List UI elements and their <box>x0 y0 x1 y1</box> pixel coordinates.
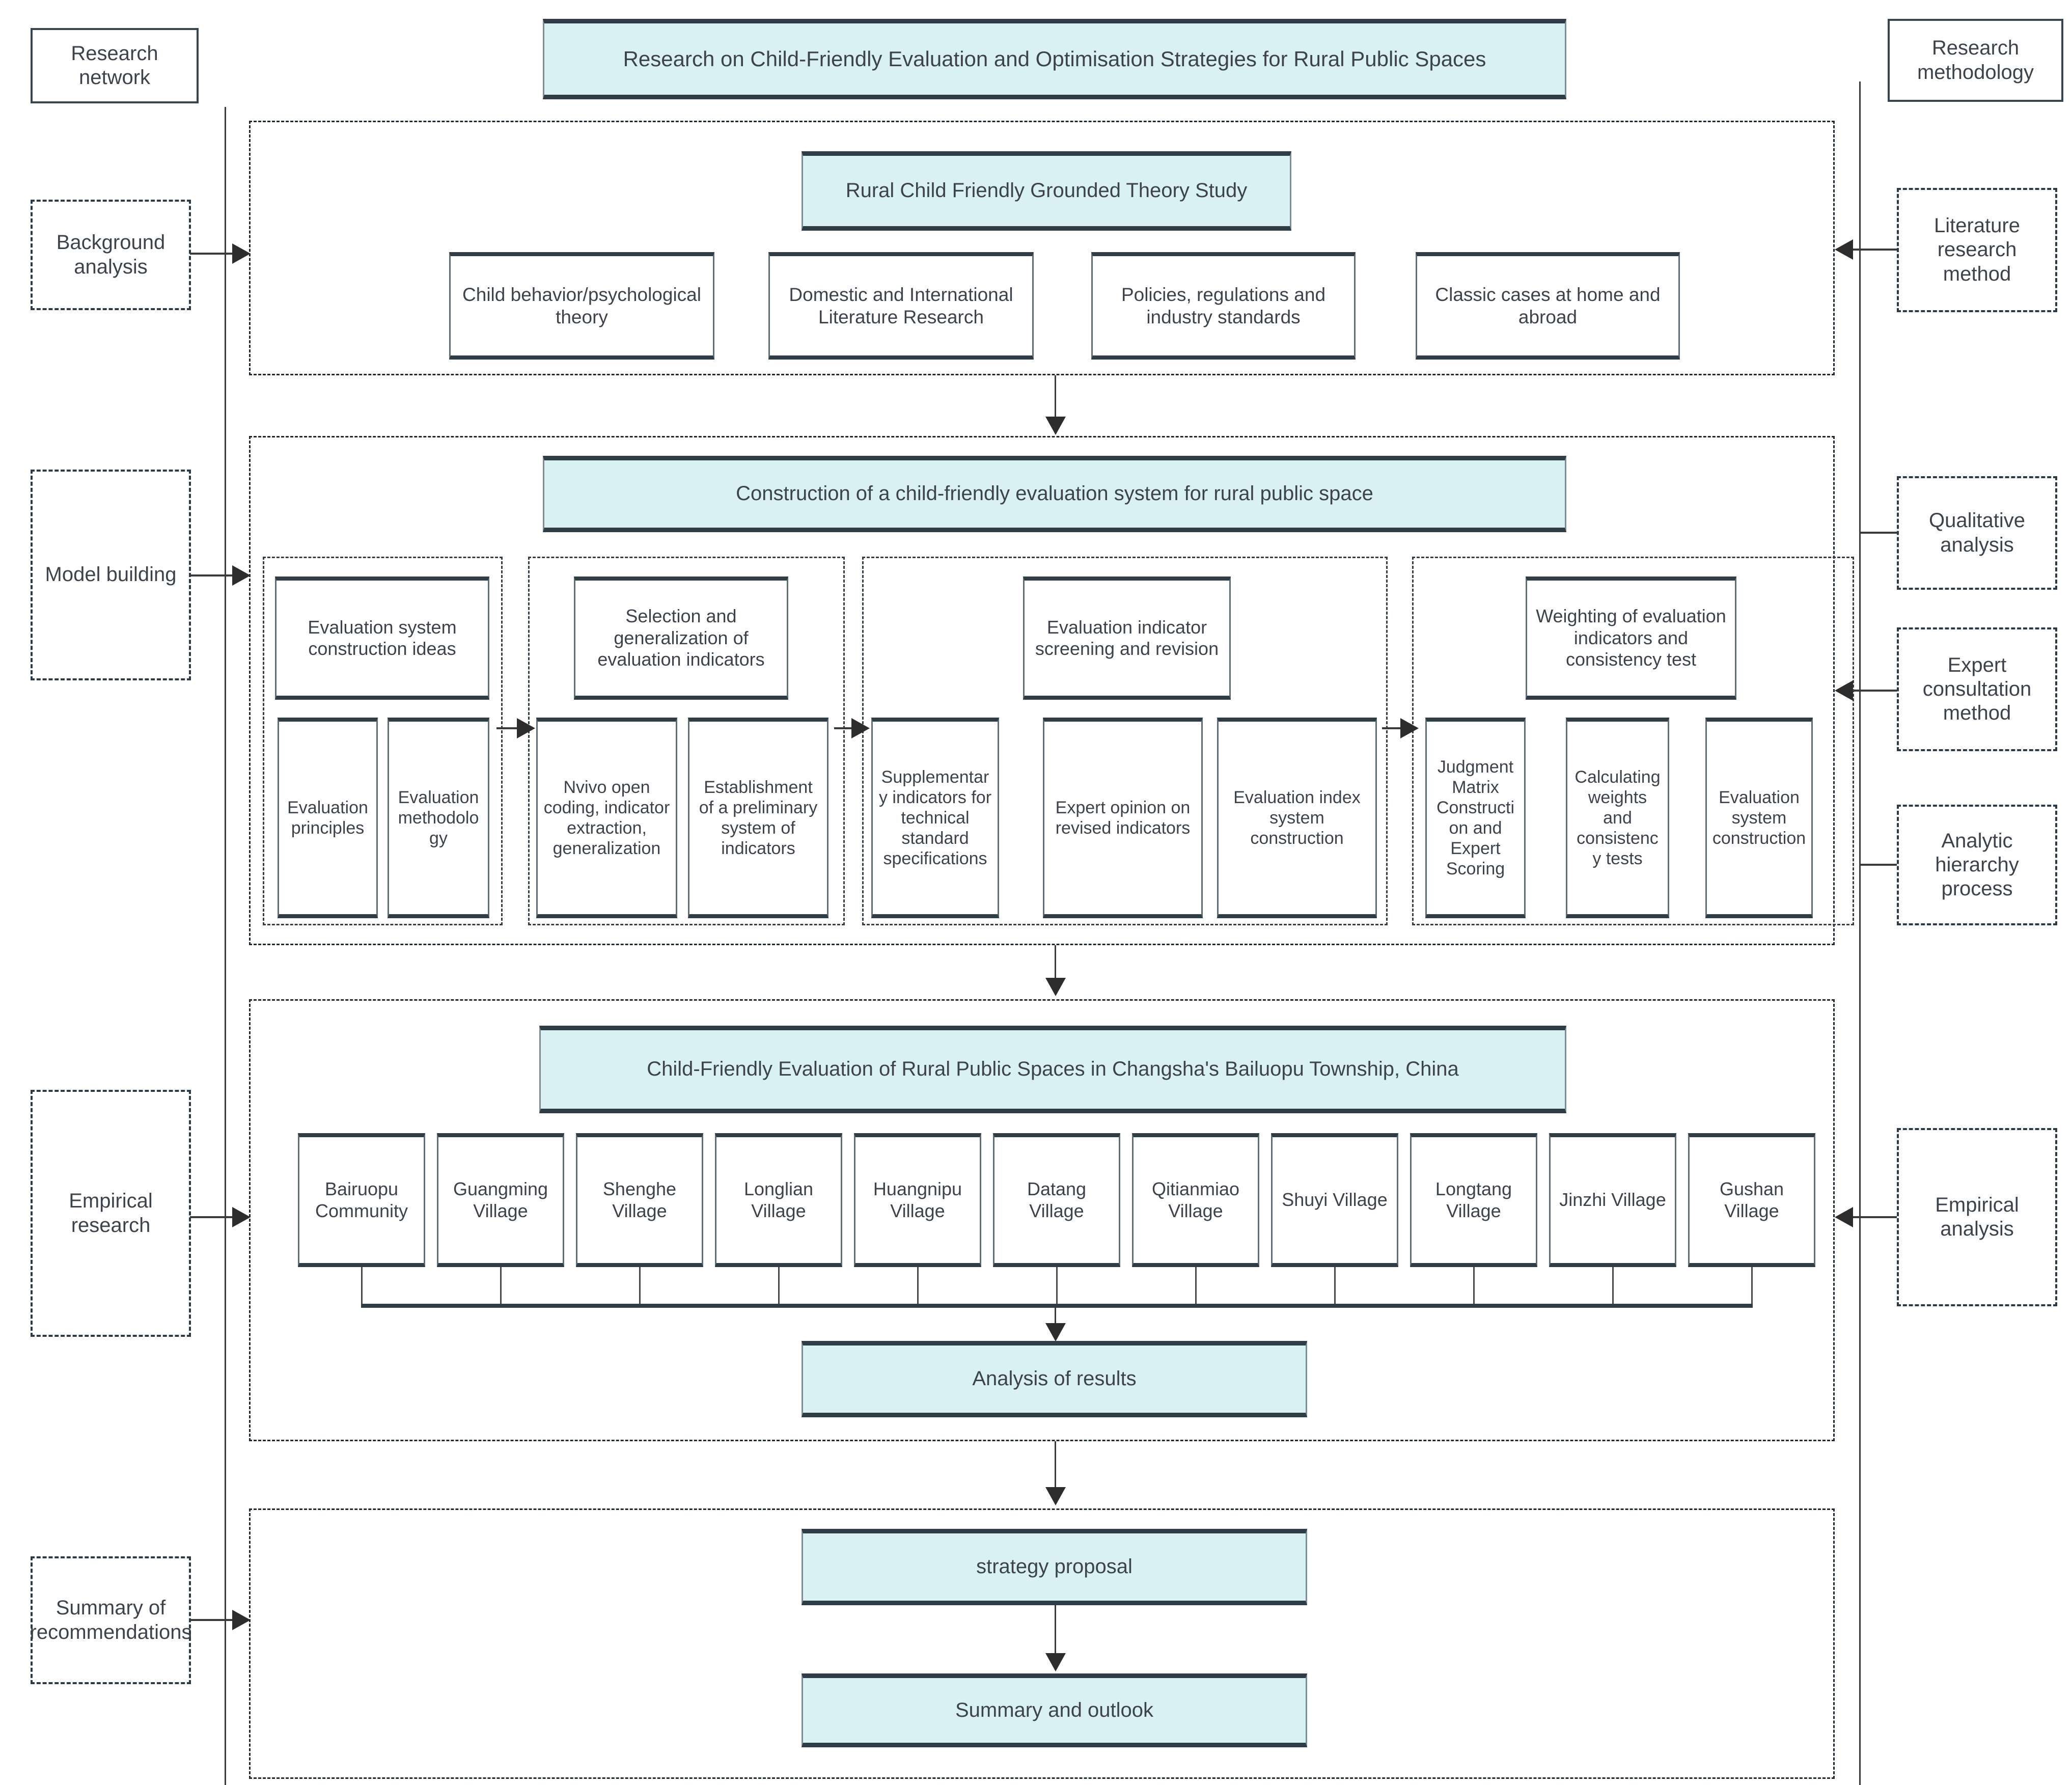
section1-box-policies-standards: Policies, regulations and industry stand… <box>1091 252 1356 360</box>
literature-method-arrowhead <box>1835 239 1853 260</box>
summary-and-outlook-box: Summary and outlook <box>802 1673 1307 1747</box>
village-box: Guangming Village <box>437 1133 564 1267</box>
village-box: Longtang Village <box>1410 1133 1537 1267</box>
village-box: Shuyi Village <box>1271 1133 1398 1267</box>
expert-consultation-arrowhead <box>1835 680 1853 701</box>
section2-to-section3-line <box>1055 945 1056 979</box>
left-label-model-building: Model building <box>31 470 191 680</box>
right-label-analytic-hierarchy-process: Analytic hierarchy process <box>1897 805 2057 925</box>
empirical-analysis-arrow-line <box>1853 1216 1897 1218</box>
model-building-arrowhead <box>232 565 251 586</box>
box-evaluation-index-system: Evaluation index system construction <box>1217 718 1377 918</box>
section3-to-section4-line <box>1055 1441 1056 1488</box>
research-methodology-label: Research methodology <box>1888 19 2063 102</box>
village-box: Datang Village <box>993 1133 1120 1267</box>
section1-box-child-behavior-theory: Child behavior/psychological theory <box>449 252 714 360</box>
group1-header: Evaluation system construction ideas <box>275 576 489 700</box>
left-label-summary-of-recommendations: Summary of recommendations <box>30 1556 191 1684</box>
right-label-expert-consultation-method: Expert consultation method <box>1897 627 2057 751</box>
box-evaluation-principles: Evaluation principles <box>278 718 378 918</box>
village-connector-stub <box>1751 1267 1753 1304</box>
strategy-to-summary-arrowhead <box>1045 1653 1066 1671</box>
group3-to-group4-line <box>1382 727 1400 729</box>
village-connector-stub <box>778 1267 780 1304</box>
empirical-research-arrowhead <box>232 1207 251 1227</box>
section-evaluation-system-construction <box>249 436 1835 945</box>
group2-header: Selection and generalization of evaluati… <box>574 576 788 700</box>
summary-recommendations-arrowhead <box>232 1610 251 1630</box>
village-box: Huangnipu Village <box>854 1133 981 1267</box>
literature-method-arrow-line <box>1853 249 1897 251</box>
section-strategy-summary <box>249 1508 1835 1779</box>
village-connector-stub <box>639 1267 641 1304</box>
expert-consultation-arrow-line <box>1853 690 1897 692</box>
section1-box-classic-cases: Classic cases at home and abroad <box>1416 252 1680 360</box>
right-label-empirical-analysis: Empirical analysis <box>1897 1128 2057 1306</box>
village-connector-stub <box>361 1267 363 1304</box>
village-connector-stub <box>1473 1267 1475 1304</box>
section2-to-section3-arrowhead <box>1045 978 1066 996</box>
village-box: Shenghe Village <box>576 1133 703 1267</box>
right-label-literature-research-method: Literature research method <box>1897 188 2057 312</box>
box-calculating-weights: Calculating weights and consistency test… <box>1566 718 1669 918</box>
box-evaluation-system-construction: Evaluation system construction <box>1705 718 1813 918</box>
left-rail-line <box>225 107 226 1785</box>
background-analysis-arrowhead <box>232 243 251 264</box>
section2-header: Construction of a child-friendly evaluat… <box>543 456 1566 532</box>
group3-to-group4-arrowhead <box>1400 718 1419 738</box>
strategy-to-summary-line <box>1055 1605 1056 1654</box>
section3-header: Child-Friendly Evaluation of Rural Publi… <box>539 1026 1566 1113</box>
section3-to-section4-arrowhead <box>1045 1487 1066 1505</box>
qualitative-analysis-line <box>1860 532 1897 534</box>
group-construction-ideas-frame <box>263 557 503 925</box>
section1-to-section2-line <box>1055 375 1056 418</box>
group2-to-group3-line <box>834 727 851 729</box>
village-connector-stub <box>1056 1267 1058 1304</box>
left-label-empirical-research: Empirical research <box>31 1090 191 1337</box>
group1-to-group2-arrowhead <box>517 718 535 738</box>
box-expert-opinion: Expert opinion on revised indicators <box>1043 718 1203 918</box>
empirical-analysis-arrowhead <box>1835 1207 1853 1227</box>
background-analysis-arrow-line <box>190 253 242 255</box>
page-title: Research on Child-Friendly Evaluation an… <box>543 19 1566 99</box>
village-box: Qitianmiao Village <box>1132 1133 1259 1267</box>
right-rail-line <box>1859 81 1861 1785</box>
analysis-of-results-box: Analysis of results <box>802 1341 1307 1417</box>
group4-header: Weighting of evaluation indicators and c… <box>1526 576 1736 700</box>
group2-to-group3-arrowhead <box>851 718 870 738</box>
village-box: Jinzhi Village <box>1549 1133 1676 1267</box>
village-box: Bairuopu Community <box>298 1133 425 1267</box>
box-judgment-matrix: Judgment Matrix Construction and Expert … <box>1425 718 1526 918</box>
model-building-arrow-line <box>190 574 242 576</box>
village-connector-stub <box>917 1267 919 1304</box>
section1-to-section2-arrowhead <box>1045 417 1066 435</box>
box-evaluation-methodology: Evaluation methodology <box>388 718 489 918</box>
research-network-label: Research network <box>31 28 199 103</box>
bus-to-analysis-line <box>1055 1308 1056 1324</box>
empirical-research-arrow-line <box>190 1216 242 1218</box>
box-supplementary-indicators: Supplementary indicators for technical s… <box>871 718 999 918</box>
village-box: Longlian Village <box>715 1133 842 1267</box>
left-label-background-analysis: Background analysis <box>31 200 191 310</box>
group-weighting-frame <box>1412 557 1854 925</box>
analytic-hierarchy-line <box>1860 864 1897 866</box>
section1-box-literature-research: Domestic and International Literature Re… <box>768 252 1034 360</box>
box-preliminary-indicator-system: Establishment of a preliminary system of… <box>688 718 828 918</box>
section1-header: Rural Child Friendly Grounded Theory Stu… <box>802 151 1291 231</box>
village-box: Gushan Village <box>1688 1133 1815 1267</box>
village-connector-stub <box>1334 1267 1336 1304</box>
group3-header: Evaluation indicator screening and revis… <box>1023 576 1231 700</box>
village-bus-line <box>361 1304 1753 1308</box>
village-connector-stub <box>500 1267 502 1304</box>
box-nvivo-open-coding: Nvivo open coding, indicator extraction,… <box>536 718 677 918</box>
village-connector-stub <box>1195 1267 1197 1304</box>
group-indicator-screening-frame <box>862 557 1388 925</box>
summary-recommendations-arrow-line <box>190 1619 242 1621</box>
group1-to-group2-line <box>496 727 517 729</box>
strategy-proposal-box: strategy proposal <box>802 1529 1307 1605</box>
bus-to-analysis-arrowhead <box>1045 1323 1066 1341</box>
right-label-qualitative-analysis: Qualitative analysis <box>1897 476 2057 590</box>
village-connector-stub <box>1612 1267 1614 1304</box>
group-indicator-selection-frame <box>528 557 845 925</box>
